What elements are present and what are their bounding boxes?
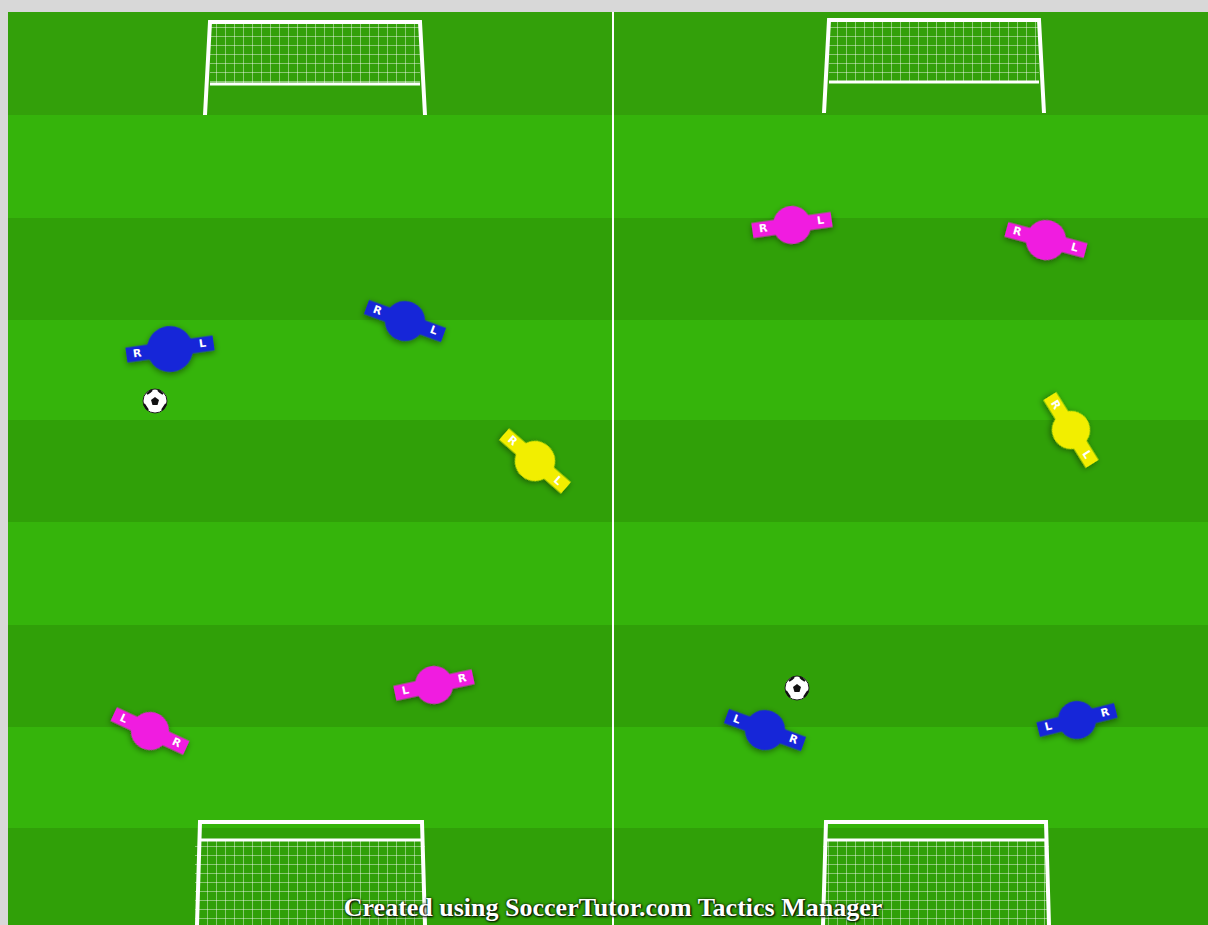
- player: [391, 658, 477, 712]
- player: [491, 419, 579, 503]
- watermark: Created using SoccerTutor.com Tactics Ma…: [344, 893, 883, 923]
- player: [720, 697, 811, 763]
- ball: [143, 389, 167, 413]
- player: [1001, 210, 1091, 270]
- player: [1034, 386, 1109, 474]
- player: [123, 320, 217, 378]
- goal: [824, 20, 1044, 113]
- foot-letter: R: [132, 347, 142, 360]
- player: [1034, 692, 1121, 748]
- player: [360, 288, 451, 354]
- player: [106, 697, 195, 765]
- ball: [785, 676, 809, 700]
- player: [750, 201, 835, 250]
- goal: [205, 22, 425, 115]
- foot-letter: R: [758, 222, 768, 235]
